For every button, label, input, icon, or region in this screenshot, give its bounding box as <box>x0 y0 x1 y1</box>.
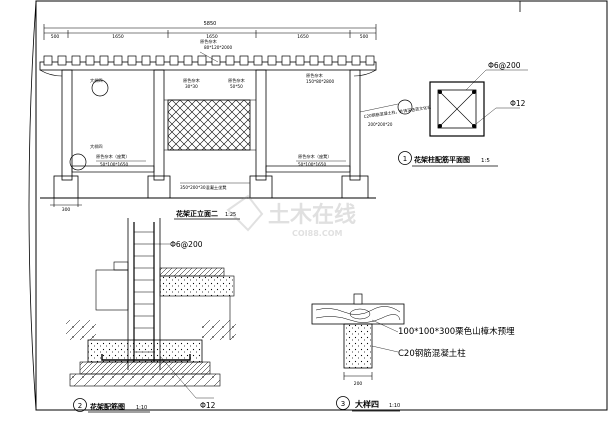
rebar-detail-scale: 1:10 <box>136 405 147 411</box>
callout-circle-upper <box>91 79 109 97</box>
dim-4: 1650 <box>297 34 309 40</box>
base-left <box>53 175 79 199</box>
detail4-note-1: 100*100*300栗色山樟木预埋 <box>398 326 515 337</box>
beam-label-2: 80*120*2000 <box>204 45 233 50</box>
detail4-title: 大样四 <box>355 399 379 409</box>
base-note: 350*200*30混凝土坐凳 <box>180 184 227 191</box>
detail4-number-circle <box>336 396 350 410</box>
top-beam <box>39 61 377 71</box>
column-plan-rebar-top: Φ6@200 <box>488 61 521 70</box>
column-plan-number: 1 <box>403 155 407 163</box>
concrete-post <box>343 323 373 369</box>
seat-label-left-2: 50*100*1650 <box>100 162 129 167</box>
right-note-1: C20钢筋混凝土柱，外饰深色蓝文化石 <box>363 104 431 119</box>
post-label-b2: 50*50 <box>230 84 243 89</box>
footing <box>87 339 203 363</box>
bench-left <box>71 165 155 173</box>
column-plan-number-circle <box>398 151 412 165</box>
rebar-detail-section: Φ6@200 Φ12 2 花架配筋图 1:10 <box>66 218 236 413</box>
dim-5: 500 <box>360 34 369 40</box>
wood-label-1: 大样四 <box>90 77 103 84</box>
detail4-number: 3 <box>341 400 345 408</box>
callout-circle-right <box>397 99 413 115</box>
column-plan-outer <box>429 81 485 137</box>
column-mid-left <box>153 69 165 181</box>
wood-grain <box>315 306 401 323</box>
post-label-a1: 原色杂木 <box>183 77 201 84</box>
seat-label-right-2: 50*100*1650 <box>298 162 327 167</box>
rebar-detail-number: 2 <box>78 402 82 410</box>
wood-label-2: 大样四 <box>90 143 103 150</box>
column-plan-rebar-side: Φ12 <box>510 99 526 108</box>
column-mid-right <box>255 69 267 181</box>
post-label-a2: 30*30 <box>185 84 198 89</box>
rebar-detail-stirrup: Φ6@200 <box>170 240 203 249</box>
base-mid-left <box>147 175 171 199</box>
anchor-bolt <box>353 293 363 305</box>
bench-right <box>265 165 351 173</box>
pergola-elevation: 5850 500 1650 1650 1650 500 <box>39 21 431 220</box>
elevation-scale: 1:25 <box>225 212 236 218</box>
column-left <box>61 69 73 181</box>
gravel-bed <box>79 361 211 375</box>
lattice-panel <box>167 99 251 151</box>
column-plan-section: Φ6@200 Φ12 1 花架柱配筋平面图 1:5 <box>398 61 528 167</box>
rebar-detail-bottom-bar: Φ12 <box>200 401 216 410</box>
elevation-title: 花架正立面二 <box>176 209 218 218</box>
post-label-b1: 原色杂木 <box>228 77 246 84</box>
seat-label-left-1: 原色杂木（座凳） <box>96 153 130 160</box>
dim-2: 1650 <box>112 34 124 40</box>
dim-1: 500 <box>51 34 60 40</box>
slab-lower <box>159 275 235 297</box>
sheet-frame <box>35 0 608 411</box>
ledge-left <box>113 261 129 271</box>
watermark-sub: COI88.COM <box>292 229 342 238</box>
detail4-section: 200 100*100*300栗色山樟木预埋 C20钢筋混凝土柱 3 大样四 1… <box>311 293 515 412</box>
joist-ends <box>43 55 375 66</box>
dim-bottom: 300 <box>62 207 71 213</box>
dim-3: 1650 <box>206 34 218 40</box>
post-label-c1: 原色杂木 <box>306 72 324 79</box>
watermark-logo-icon <box>226 194 264 232</box>
sheet-frame-left-arc <box>28 0 37 411</box>
watermark-main: 土木在线 <box>268 202 356 228</box>
column-right <box>349 69 361 181</box>
base-mid-right <box>249 175 273 199</box>
rebar-detail-title: 花架配筋图 <box>90 402 125 411</box>
dim-total: 5850 <box>204 21 217 27</box>
soil <box>69 373 221 387</box>
column-plan-scale: 1:5 <box>481 158 490 164</box>
column-plan-inner <box>437 89 477 129</box>
watermark: 土木在线 COI88.COM <box>226 194 356 238</box>
slab-upper <box>159 267 225 277</box>
column-plan-title: 花架柱配筋平面图 <box>414 155 470 164</box>
detail4-scale: 1:10 <box>389 403 400 409</box>
detail4-dim: 200 <box>354 381 363 387</box>
base-right <box>341 175 369 199</box>
beam-label-1: 原色杂木 <box>200 38 218 45</box>
right-note-2: 200*200*20 <box>368 122 393 127</box>
rebar-detail-number-circle <box>73 398 87 412</box>
post-label-c2: 150*80*2800 <box>306 79 335 84</box>
seat-label-right-1: 原色杂木（座凳） <box>298 153 332 160</box>
stirrups <box>134 231 154 353</box>
callout-circle-lower <box>69 153 87 171</box>
detail4-note-2: C20钢筋混凝土柱 <box>398 348 466 359</box>
